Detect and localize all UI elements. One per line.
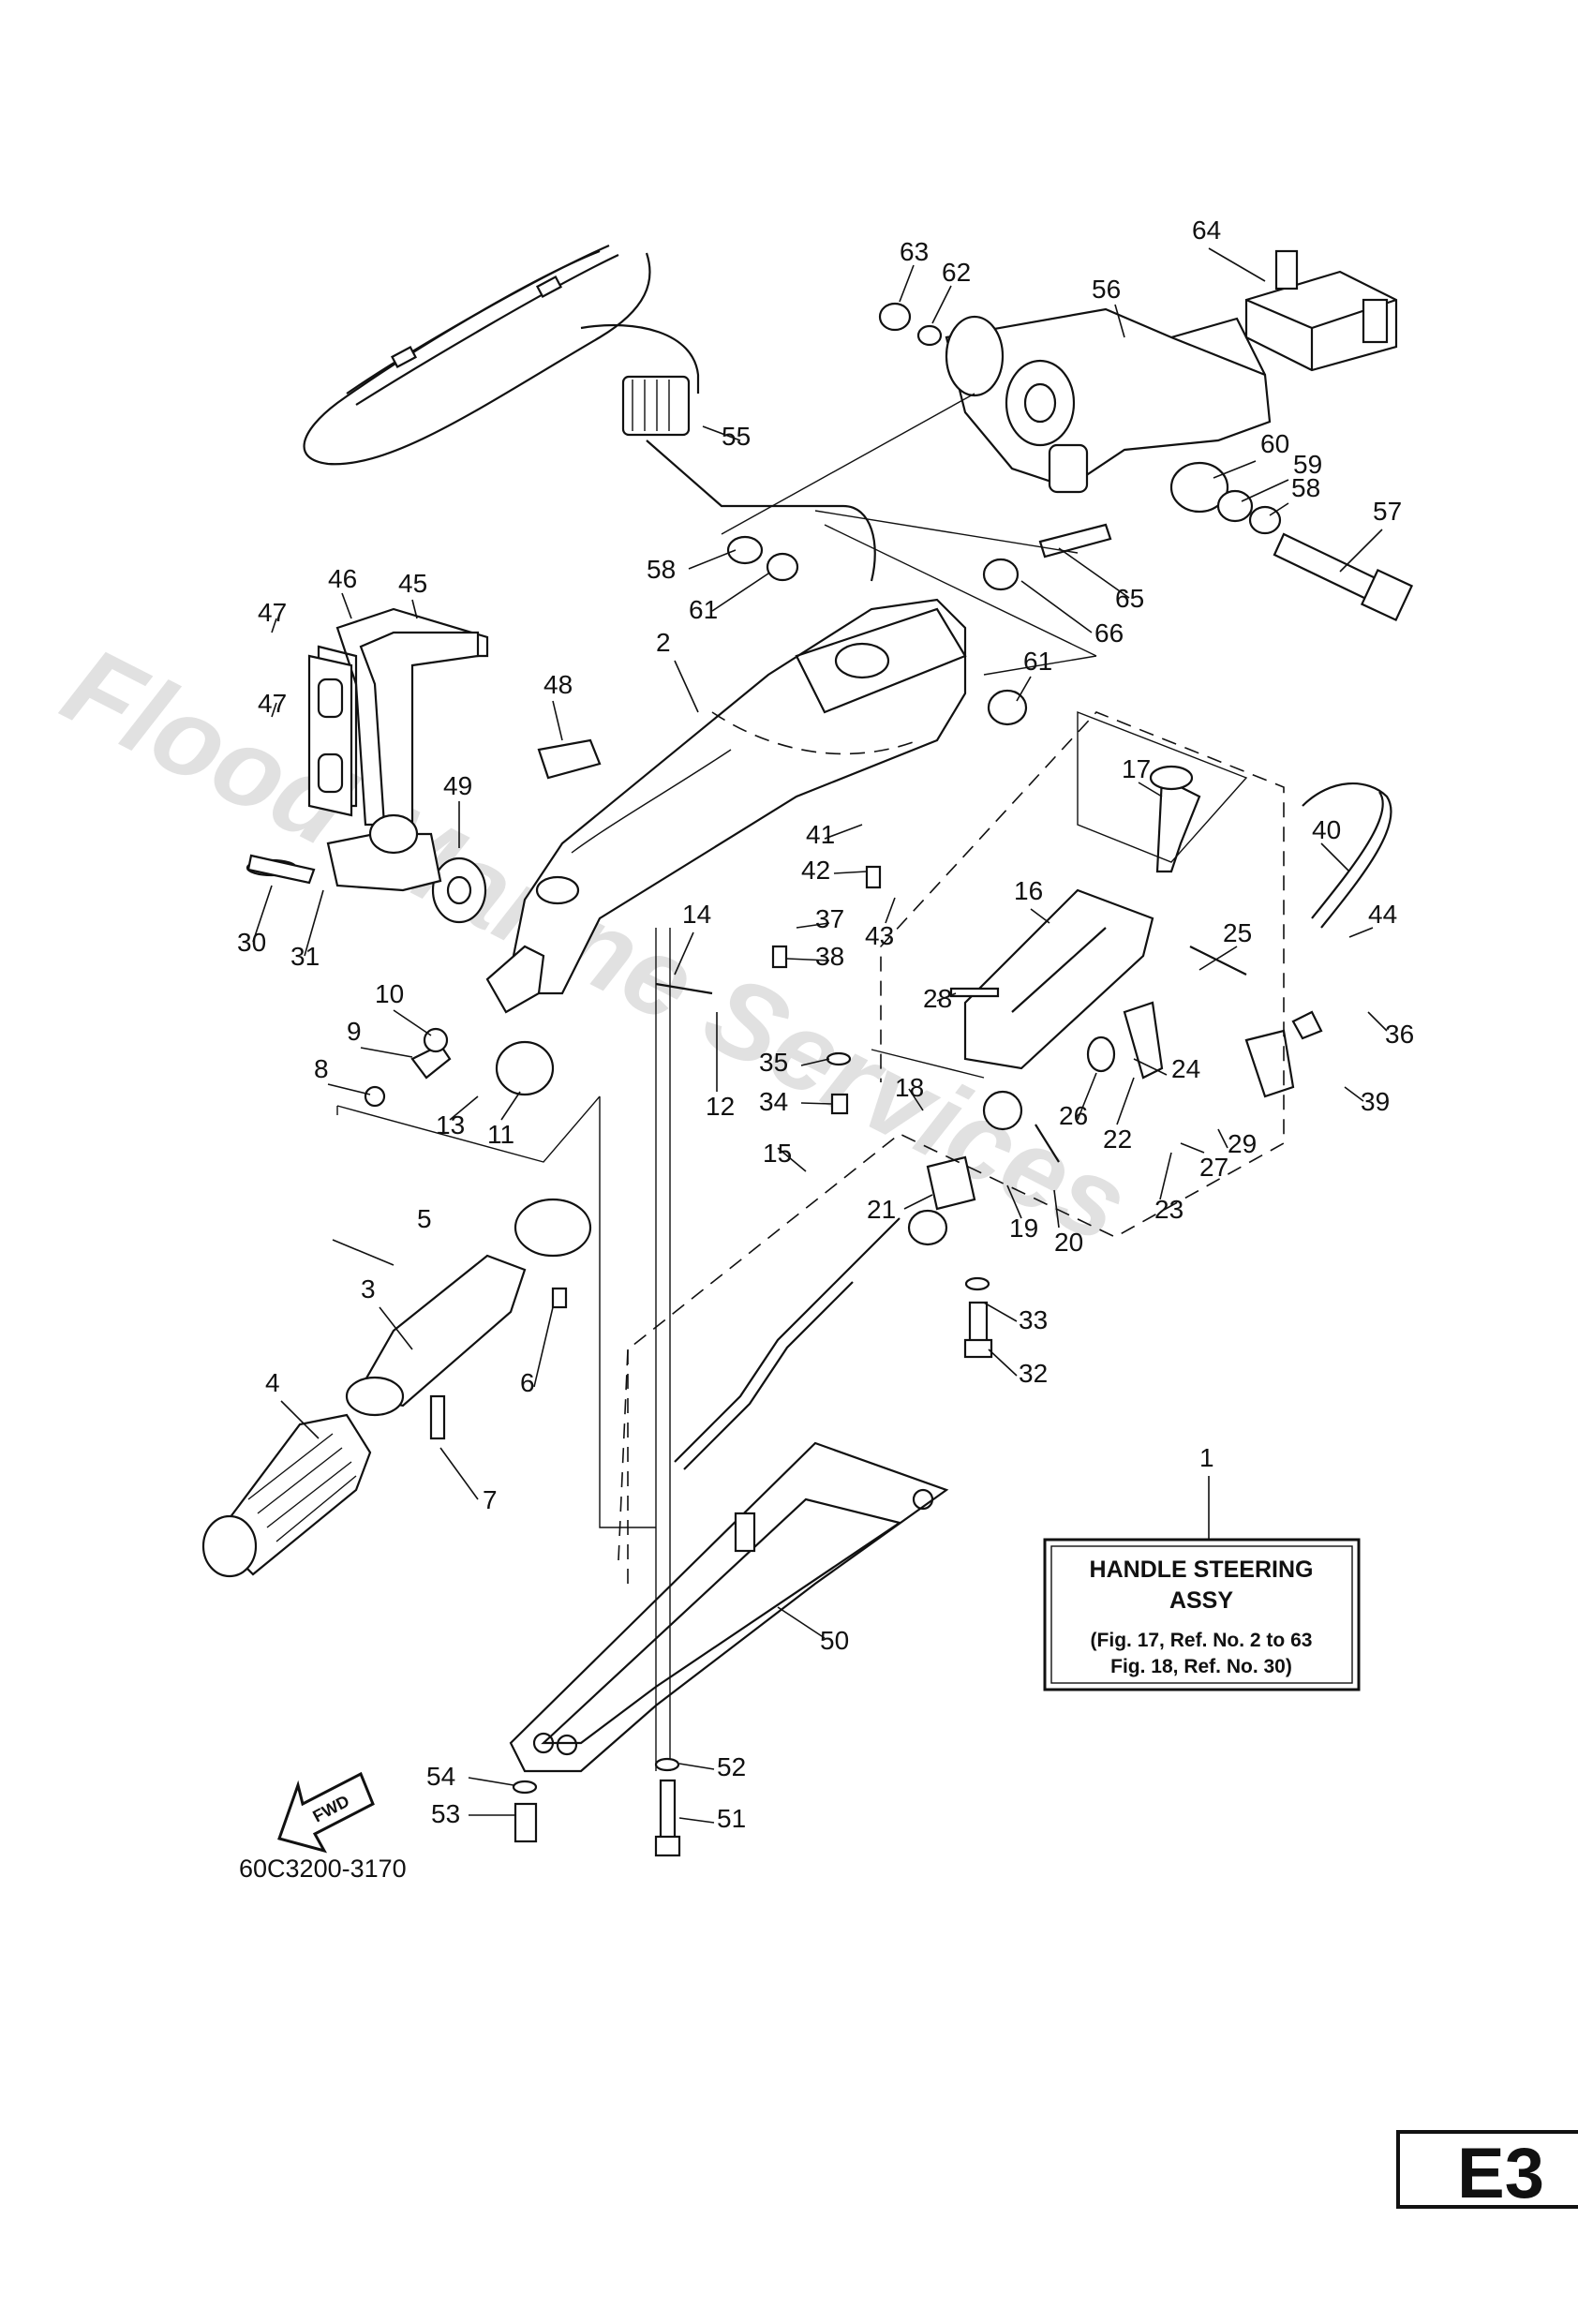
page-badge: E3 [1396,2130,1578,2213]
callout-39: 39 [1361,1087,1390,1116]
bracket-64 [1244,249,1398,372]
callout-52: 52 [717,1752,746,1781]
callout-22: 22 [1103,1125,1132,1154]
fasteners [246,854,1323,1857]
callout-30: 30 [237,928,266,957]
callout-37: 37 [815,904,844,933]
callout-2: 2 [656,628,671,657]
callout-54: 54 [426,1762,455,1791]
callout-45: 45 [398,569,427,598]
callout-49: 49 [443,771,472,800]
diagram-code: 60C3200-3170 [239,1855,407,1883]
callout-23: 23 [1154,1195,1184,1224]
callout-65: 65 [1115,584,1144,613]
fwd-arrow-icon: FWD [277,1771,375,1854]
bracket-45-46 [307,631,480,855]
swivel-bracket-56 [945,307,1272,494]
callout-21: 21 [867,1195,896,1224]
callout-66: 66 [1094,618,1124,648]
decal-48 [537,738,602,780]
callout-50: 50 [820,1626,849,1655]
callout-60: 60 [1260,429,1289,458]
callout-6: 6 [520,1368,535,1397]
callout-16: 16 [1014,876,1043,905]
assy-info-box: HANDLE STEERING ASSY (Fig. 17, Ref. No. … [1043,1538,1361,1691]
callout-12: 12 [706,1092,735,1121]
callout-17: 17 [1122,754,1151,783]
callout-56: 56 [1092,275,1121,304]
callout-55: 55 [722,422,751,451]
callout-24: 24 [1171,1054,1200,1083]
assy-title-line1: HANDLE STEERING [1090,1557,1314,1583]
callout-64: 64 [1192,216,1221,245]
callout-19: 19 [1009,1214,1038,1243]
callout-1: 1 [1199,1443,1214,1472]
cable-harness [303,244,876,582]
callout-36: 36 [1385,1020,1414,1049]
callout-7: 7 [483,1485,498,1514]
page-badge-text: E3 [1457,2134,1544,2213]
callout-48: 48 [543,670,573,699]
base-plate-50 [509,1441,949,1773]
callout-47a: 47 [258,598,287,627]
callout-42: 42 [801,856,830,885]
watermark: Flood Marine Services [45,624,1147,1267]
callout-20: 20 [1054,1228,1083,1257]
callout-13: 13 [436,1110,465,1140]
callout-25: 25 [1223,918,1252,947]
callout-labels: 1 2 3 4 5 6 7 8 9 10 11 12 13 14 15 16 1… [237,216,1414,1833]
dashed-frame [618,711,1285,1561]
callout-46: 46 [328,564,357,593]
callout-29: 29 [1228,1129,1257,1158]
callout-11: 11 [487,1120,514,1149]
callout-9: 9 [347,1017,362,1046]
callout-51: 51 [717,1804,746,1833]
callout-53: 53 [431,1799,460,1828]
shift-mechanism [907,765,1295,1246]
callout-4: 4 [265,1368,280,1397]
callout-44: 44 [1368,900,1397,929]
callout-40: 40 [1312,815,1341,844]
grip-assembly [201,1198,592,1578]
callout-8: 8 [314,1054,329,1083]
callout-15: 15 [763,1139,792,1168]
callout-31: 31 [290,942,320,971]
callout-28: 28 [923,984,952,1013]
callout-32: 32 [1019,1359,1048,1388]
assy-title-line2: ASSY [1169,1587,1233,1614]
callout-3: 3 [361,1274,376,1304]
handle-body-2 [504,598,967,995]
callout-34: 34 [759,1087,788,1116]
callout-41: 41 [806,820,835,849]
callout-27: 27 [1199,1153,1228,1182]
callout-57: 57 [1373,497,1402,526]
callout-18: 18 [895,1073,924,1102]
callout-33: 33 [1019,1305,1048,1334]
callout-59: 59 [1293,450,1322,479]
callout-61b: 61 [1023,647,1052,676]
callout-43: 43 [865,921,894,950]
callout-14: 14 [682,900,711,929]
assy-ref-line1: (Fig. 17, Ref. No. 2 to 63 [1091,1630,1313,1651]
callout-58b: 58 [1291,473,1320,502]
callout-10: 10 [375,979,404,1008]
callout-58a: 58 [647,555,676,584]
control-cable [674,1217,901,1463]
small-hardware-top [726,302,1414,726]
assy-ref-line2: Fig. 18, Ref. No. 30) [1110,1656,1292,1677]
callout-35: 35 [759,1048,788,1077]
callout-62: 62 [942,258,971,287]
leader-lines [252,247,1388,1824]
callout-63: 63 [900,237,929,266]
callout-38: 38 [815,942,844,971]
callout-5: 5 [417,1204,432,1233]
